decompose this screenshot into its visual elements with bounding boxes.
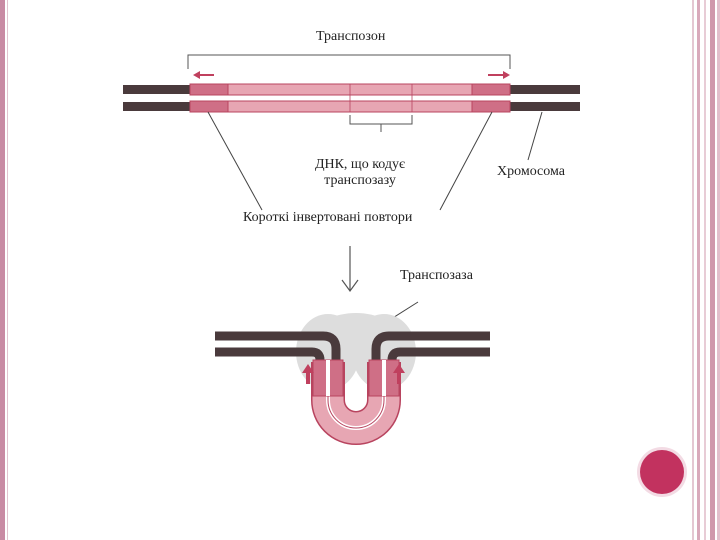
- gene-label: ДНК, що кодує транспозазу: [300, 157, 420, 189]
- process-arrow: [342, 246, 358, 291]
- transposon-bracket: [188, 55, 510, 69]
- transposon-direction-arrows: [193, 71, 510, 79]
- transposase-label: Транспозаза: [400, 268, 473, 284]
- accent-dot: [640, 450, 684, 494]
- transposon-label: Транспозон: [316, 29, 385, 45]
- gene-label-line1: ДНК, що кодує: [300, 157, 420, 173]
- inverted-repeats-label: Короткі інвертовані повтори: [243, 210, 412, 226]
- gene-label-line2: транспозазу: [300, 173, 420, 189]
- transposon-element-linear: [190, 84, 510, 112]
- chromosome-label: Хромосома: [497, 164, 565, 180]
- gene-bracket: [350, 115, 412, 132]
